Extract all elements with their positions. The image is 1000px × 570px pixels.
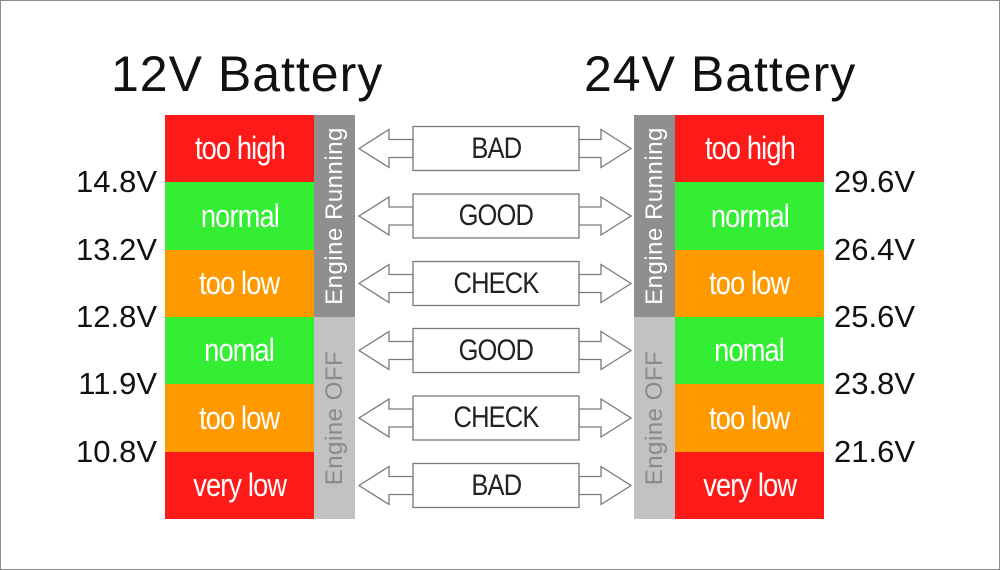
status-label: GOOD bbox=[458, 199, 534, 232]
status-box-frame bbox=[412, 193, 580, 239]
right-arrow-icon bbox=[578, 195, 633, 237]
left-arrow-icon bbox=[357, 195, 414, 237]
state-cell: normal bbox=[675, 182, 824, 250]
state-cell: very low bbox=[165, 452, 314, 519]
voltage-threshold: 25.6V bbox=[834, 299, 916, 334]
status-box: BAD bbox=[413, 464, 579, 508]
voltage-threshold: 14.8V bbox=[75, 164, 157, 199]
status-box: BAD bbox=[413, 127, 579, 171]
status-label: CHECK bbox=[453, 401, 539, 434]
voltage-threshold: 12.8V bbox=[75, 299, 157, 334]
state-label: very low bbox=[193, 467, 287, 503]
voltage-threshold: 21.6V bbox=[834, 434, 916, 469]
left-arrow-icon bbox=[357, 330, 414, 371]
status-label: GOOD bbox=[458, 333, 534, 367]
voltage-threshold: 29.6V bbox=[834, 164, 916, 199]
voltage-threshold: 23.8V bbox=[834, 366, 916, 401]
state-label: too low bbox=[709, 399, 790, 436]
status-box-frame bbox=[412, 327, 580, 374]
left-arrow-icon bbox=[357, 128, 414, 169]
state-column-24v: too high normal too low nomal too low very lo… bbox=[675, 115, 824, 519]
status-box-frame bbox=[412, 260, 580, 307]
right-arrow-icon bbox=[578, 330, 633, 371]
status-box: CHECK bbox=[413, 262, 579, 306]
engine-running-band-12v: Engine Running bbox=[314, 115, 355, 317]
right-arrow-icon bbox=[578, 263, 633, 304]
state-label: too low bbox=[709, 265, 790, 301]
state-label: too high bbox=[704, 130, 796, 166]
state-cell: too low bbox=[675, 250, 824, 317]
state-label: very low bbox=[703, 467, 797, 503]
engine-off-band-24v: Engine OFF bbox=[634, 317, 675, 519]
title-12v-battery: 12V Battery bbox=[111, 46, 384, 102]
left-arrow-icon bbox=[357, 465, 414, 506]
state-label: nomal bbox=[714, 332, 786, 368]
state-label: normal bbox=[200, 197, 279, 234]
state-cell: too high bbox=[165, 115, 314, 182]
title-24v-battery: 24V Battery bbox=[584, 46, 857, 102]
status-box-frame bbox=[412, 395, 580, 441]
state-cell: too low bbox=[675, 384, 824, 452]
left-arrow-icon bbox=[357, 263, 414, 304]
state-cell: too high bbox=[675, 115, 824, 182]
status-label: BAD bbox=[471, 131, 522, 165]
state-cell: nomal bbox=[675, 317, 824, 384]
state-label: too low bbox=[199, 265, 280, 301]
state-cell: nomal bbox=[165, 317, 314, 384]
voltage-threshold: 10.8V bbox=[75, 434, 157, 469]
state-label: too low bbox=[199, 399, 280, 436]
status-box-frame bbox=[412, 125, 580, 172]
right-arrow-icon bbox=[578, 465, 633, 506]
status-box-frame bbox=[412, 462, 580, 509]
voltage-threshold: 13.2V bbox=[75, 232, 157, 267]
voltage-threshold: 11.9V bbox=[78, 366, 157, 401]
state-label: normal bbox=[710, 197, 789, 234]
left-arrow-icon bbox=[357, 397, 414, 439]
right-arrow-icon bbox=[578, 397, 633, 439]
state-cell: normal bbox=[165, 182, 314, 250]
status-box: GOOD bbox=[413, 194, 579, 238]
state-label: too high bbox=[194, 130, 286, 166]
state-cell: too low bbox=[165, 384, 314, 452]
state-column-12v: too high normal too low nomal too low very lo… bbox=[165, 115, 314, 519]
voltage-threshold: 26.4V bbox=[834, 232, 916, 267]
status-label: BAD bbox=[471, 468, 522, 502]
status-box: CHECK bbox=[413, 396, 579, 440]
state-label: nomal bbox=[204, 332, 276, 368]
status-label: CHECK bbox=[453, 266, 539, 300]
state-cell: too low bbox=[165, 250, 314, 317]
engine-off-band-12v: Engine OFF bbox=[314, 317, 355, 519]
state-cell: very low bbox=[675, 452, 824, 519]
engine-running-band-24v: Engine Running bbox=[634, 115, 675, 317]
right-arrow-icon bbox=[578, 128, 633, 169]
status-box: GOOD bbox=[413, 329, 579, 373]
